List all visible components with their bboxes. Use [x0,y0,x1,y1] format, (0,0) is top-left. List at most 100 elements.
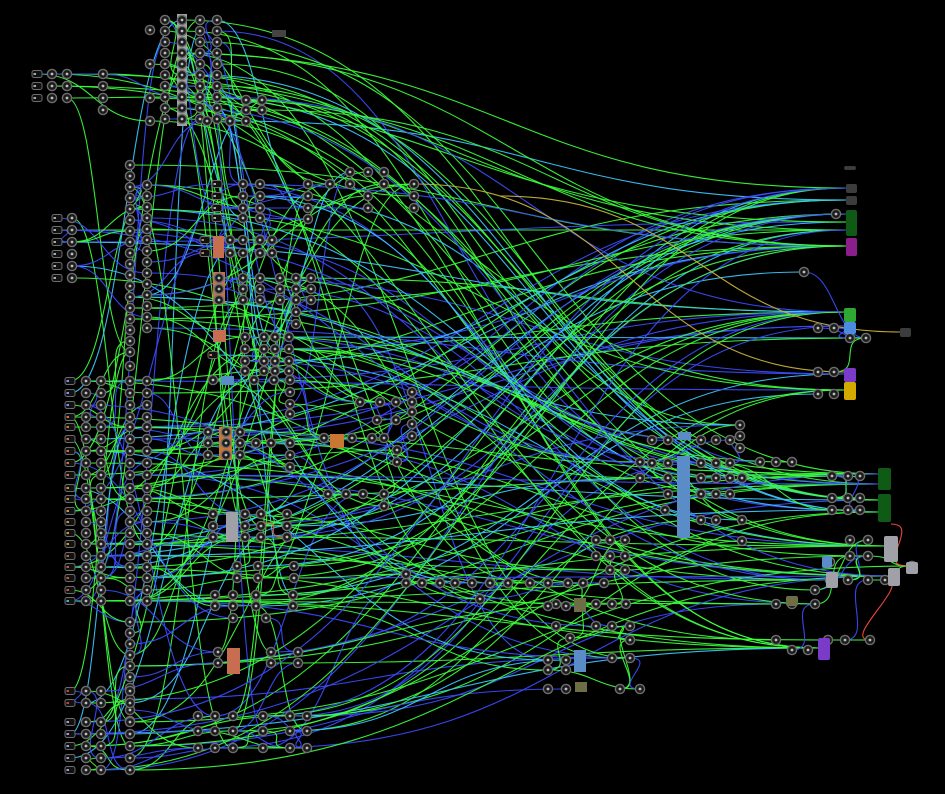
graph-node[interactable] [854,504,866,516]
graph-node[interactable] [391,456,403,468]
graph-node[interactable] [240,94,252,106]
graph-node[interactable] [357,488,369,500]
input-port[interactable] [64,529,76,537]
graph-node[interactable] [192,710,204,722]
graph-node[interactable] [141,505,153,517]
graph-node[interactable] [619,550,631,562]
graph-node[interactable] [268,374,280,386]
graph-node[interactable] [194,36,206,48]
output-block[interactable] [822,556,832,568]
graph-node[interactable] [224,115,236,127]
graph-node[interactable] [211,80,223,92]
graph-node[interactable] [284,437,296,449]
graph-node[interactable] [695,488,707,500]
graph-node[interactable] [484,577,496,589]
graph-node[interactable] [213,272,225,284]
graph-node[interactable] [212,646,224,658]
graph-node[interactable] [220,437,232,449]
graph-node[interactable] [322,488,334,500]
input-port[interactable] [64,518,76,526]
graph-node[interactable] [292,646,304,658]
graph-node[interactable] [258,331,270,343]
graph-node[interactable] [124,170,136,182]
graph-node[interactable] [362,190,374,202]
graph-node[interactable] [240,104,252,116]
graph-node[interactable] [287,589,299,601]
input-port[interactable] [31,94,43,102]
graph-node[interactable] [192,725,204,737]
graph-node[interactable] [812,322,824,334]
graph-node[interactable] [61,92,73,104]
input-port[interactable] [64,401,76,409]
graph-node[interactable] [141,256,153,268]
graph-node[interactable] [284,710,296,722]
graph-node[interactable] [269,355,281,367]
graph-node[interactable] [66,260,78,272]
graph-node[interactable] [141,445,153,457]
graph-node[interactable] [209,600,221,612]
graph-node[interactable] [124,493,136,505]
graph-node[interactable] [66,272,78,284]
graph-node[interactable] [159,113,171,125]
graph-node[interactable] [378,178,390,190]
graph-node[interactable] [624,652,636,664]
graph-node[interactable] [159,36,171,48]
graph-node[interactable] [66,224,78,236]
graph-node[interactable] [124,269,136,281]
input-port[interactable] [64,754,76,762]
graph-node[interactable] [378,488,390,500]
graph-node[interactable] [95,516,107,528]
graph-node[interactable] [283,365,295,377]
graph-node[interactable] [292,657,304,669]
graph-node[interactable] [124,457,136,469]
graph-node[interactable] [826,470,838,482]
graph-node[interactable] [141,267,153,279]
graph-node[interactable] [141,527,153,539]
graph-node[interactable] [302,213,314,225]
output-block[interactable] [878,468,891,490]
graph-node[interactable] [124,181,136,193]
graph-node[interactable] [240,115,252,127]
graph-node[interactable] [46,80,58,92]
graph-node[interactable] [237,212,249,224]
output-block[interactable] [826,572,838,588]
graph-node[interactable] [194,69,206,81]
input-port[interactable] [211,214,223,222]
graph-node[interactable] [227,612,239,624]
graph-node[interactable] [614,683,626,695]
graph-node[interactable] [95,685,107,697]
graph-node[interactable] [80,421,92,433]
graph-node[interactable] [812,366,824,378]
input-port[interactable] [64,552,76,560]
graph-node[interactable] [124,561,136,573]
graph-node[interactable] [194,58,206,70]
graph-node[interactable] [274,272,286,284]
graph-node[interactable] [124,375,136,387]
graph-node[interactable] [227,725,239,737]
graph-node[interactable] [124,595,136,607]
graph-node[interactable] [124,660,136,672]
graph-node[interactable] [80,516,92,528]
graph-node[interactable] [144,58,156,70]
graph-node[interactable] [159,102,171,114]
input-port[interactable] [64,766,76,774]
input-port[interactable] [51,226,63,234]
graph-node[interactable] [854,470,866,482]
graph-node[interactable] [124,671,136,683]
input-port[interactable] [64,471,76,479]
graph-node[interactable] [606,598,618,610]
graph-node[interactable] [124,360,136,372]
graph-node[interactable] [124,445,136,457]
graph-node[interactable] [124,469,136,481]
graph-node[interactable] [284,461,296,473]
graph-node[interactable] [237,234,249,246]
graph-node[interactable] [159,14,171,26]
graph-node[interactable] [340,488,352,500]
graph-node[interactable] [80,411,92,423]
graph-node[interactable] [194,91,206,103]
graph-node[interactable] [80,505,92,517]
graph-node[interactable] [390,414,402,426]
output-block[interactable] [786,596,798,606]
graph-node[interactable] [290,283,302,295]
output-block[interactable] [846,238,857,256]
